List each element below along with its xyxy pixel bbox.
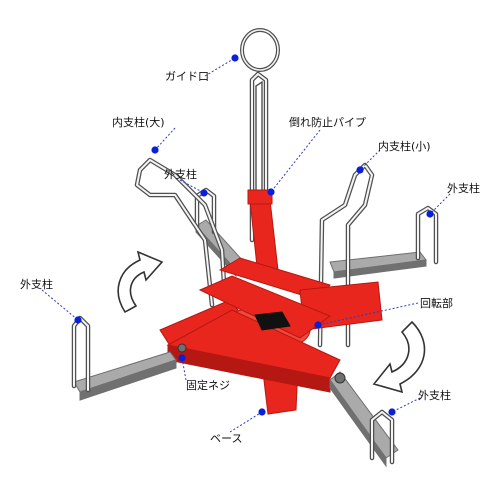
outer-post-upper-left-wire-core xyxy=(196,189,215,233)
leader-inner-post-large xyxy=(154,127,176,151)
screw-knob xyxy=(334,372,346,384)
outer-post-lower-right-wire-core xyxy=(371,411,393,463)
collar xyxy=(247,189,273,205)
base-arm-front-left xyxy=(73,351,177,401)
label-inner-post-small: 内支柱(小) xyxy=(378,140,431,153)
dot-guide-ring xyxy=(231,54,239,62)
dot-outer-post-upper-left xyxy=(200,189,208,197)
dot-rotating-part xyxy=(314,321,322,329)
label-outer-post-left: 外支柱 xyxy=(20,278,53,291)
dot-outer-post-upper-right xyxy=(426,210,434,218)
leader-base xyxy=(229,411,263,433)
leader-rotating-part xyxy=(317,302,419,326)
dot-inner-post-large xyxy=(151,146,159,154)
outer-post-left-wire xyxy=(71,315,91,393)
label-base: ベース xyxy=(210,432,243,445)
label-inner-post-large: 内支柱(大) xyxy=(112,116,165,129)
leader-outer-post-left xyxy=(41,289,79,321)
label-rotating-part: 回転部 xyxy=(420,297,453,310)
anti-tip-pipe-wire-inner xyxy=(255,80,263,232)
dot-fixing-screw xyxy=(178,354,186,362)
steel-channel-side xyxy=(333,259,427,279)
label-outer-post-upper-right: 外支柱 xyxy=(447,182,480,195)
dot-inner-post-small xyxy=(356,166,364,174)
rotate-arrow-left xyxy=(117,250,164,314)
leader-inner-post-small xyxy=(359,149,381,171)
base-arm-back-right xyxy=(329,251,427,279)
label-anti-tip-pipe: 倒れ防止パイプ xyxy=(289,116,366,129)
outer-post-upper-right-wire-core xyxy=(417,207,437,263)
leader-outer-post-upper-right xyxy=(429,193,451,215)
fixing-screw xyxy=(177,343,187,353)
dot-base xyxy=(258,408,266,416)
guide-ring-core xyxy=(241,29,279,71)
center-column xyxy=(247,189,279,277)
leader-lines xyxy=(41,54,451,433)
dot-anti-tip-pipe xyxy=(267,188,275,196)
steel-channel-side xyxy=(79,359,177,401)
leader-guide-ring xyxy=(204,57,236,77)
dot-outer-post-left xyxy=(74,316,82,324)
leader-anti-tip-pipe xyxy=(270,129,321,193)
leader-outer-post-lower-right xyxy=(391,397,421,413)
rotate-arrow-right xyxy=(372,320,426,394)
inner-post-large-wire-core xyxy=(136,159,226,306)
leader-outer-post-upper-left xyxy=(179,179,205,194)
center-block xyxy=(254,311,291,331)
anti-tip-pipe-wire-core xyxy=(251,73,267,241)
label-outer-post-lower-right: 外支柱 xyxy=(418,389,451,402)
base-cross xyxy=(159,257,383,415)
label-guide-ring: ガイド口 xyxy=(165,70,209,83)
dot-outer-post-lower-right xyxy=(388,408,396,416)
label-outer-post-upper-left: 外支柱 xyxy=(164,168,197,181)
label-fixing-screw: 固定ネジ xyxy=(186,379,230,392)
